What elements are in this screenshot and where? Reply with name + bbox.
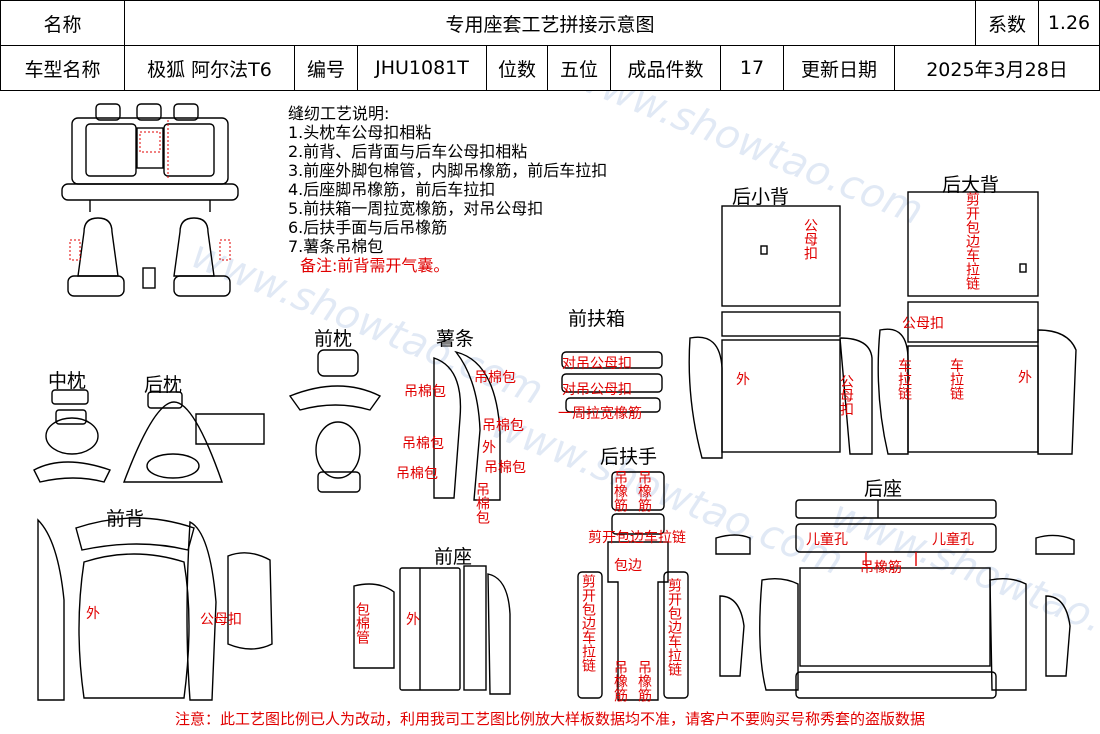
annotation: 剪开包边车拉链 (580, 574, 596, 672)
annotation: 公母扣 (838, 374, 854, 416)
annotation: 外 (1018, 370, 1032, 386)
section-label: 前座 (434, 546, 473, 568)
pieces-label: 成品件数 (610, 45, 721, 91)
section-label: 后扶手 (600, 446, 658, 468)
annotation: 剪开包边车拉链 (666, 578, 682, 676)
front-seat-overview (67, 217, 231, 297)
annotation: 剪开包边车拉链 (588, 530, 686, 546)
french-fry-strip-parts (433, 350, 501, 501)
model-value: 极狐 阿尔法T6 (124, 45, 295, 91)
annotation: 对吊公母扣 (562, 356, 632, 372)
annotation: 吊棉包 (484, 460, 526, 476)
note-item: 5.前扶箱一周拉宽橡筋，对吊公母扣 (288, 199, 544, 218)
annotation: 吊棉包 (474, 482, 490, 524)
note-item: 7.薯条吊棉包 (288, 237, 384, 256)
note-item: 1.头枕车公母扣相粘 (288, 123, 432, 142)
front-seat-parts (353, 565, 511, 695)
annotation: 外 (482, 440, 496, 456)
section-label: 前背 (106, 508, 145, 530)
annotation: 车拉链 (948, 358, 964, 400)
section-label: 薯条 (436, 328, 475, 350)
note-item: 2.前背、后背面与后车公母扣相粘 (288, 142, 528, 161)
pieces-value: 17 (720, 45, 784, 91)
date-label: 更新日期 (783, 45, 895, 91)
notes-remark: 备注:前背需开气囊。 (300, 256, 450, 275)
front-back-parts (37, 517, 273, 701)
annotation: 吊橡筋 (860, 560, 902, 576)
section-label: 后枕 (144, 374, 183, 396)
annotation: 吊棉包 (482, 418, 524, 434)
annotation: 吊棉包 (396, 466, 438, 482)
section-label: 后小背 (732, 186, 790, 208)
annotation: 包棉管 (354, 602, 370, 644)
model-label: 车型名称 (0, 45, 125, 91)
seat-value: 五位 (547, 45, 611, 91)
rear-large-back-parts (877, 191, 1077, 455)
annotation: 剪开包边车拉链 (964, 192, 980, 290)
annotation: 公母扣 (902, 316, 944, 332)
rear-armrest-parts (577, 471, 689, 701)
annotation: 吊棉包 (402, 436, 444, 452)
sewing-notes: 缝纫工艺说明: 1.头枕车公母扣相粘 2.前背、后背面与后车公母扣相粘 3.前座… (288, 104, 607, 275)
annotation: 吊橡筋 (612, 470, 628, 512)
front-armrest-box-parts (561, 351, 663, 413)
doc-title: 专用座套工艺拼接示意图 (124, 0, 976, 46)
annotation: 儿童孔 (806, 532, 848, 548)
footer-notice: 注意：此工艺图比例已人为改动，利用我司工艺图比例放大样板数据均不准，请客户不要购… (174, 710, 925, 728)
notes-heading: 缝纫工艺说明: (288, 104, 390, 123)
annotation: 外 (86, 606, 100, 622)
rear-headrest-parts (122, 391, 265, 483)
name-label: 名称 (0, 0, 125, 46)
note-item: 3.前座外脚包棉管，内脚吊橡筋，前后车拉扣 (288, 161, 608, 180)
annotation: 外 (406, 612, 420, 628)
header-table: 名称 专用座套工艺拼接示意图 系数 1.26 车型名称 极狐 阿尔法T6 编号 … (0, 0, 1100, 92)
pattern-diagram (33, 103, 1077, 701)
note-item: 6.后扶手面与后吊橡筋 (288, 218, 448, 237)
section-label: 后大背 (942, 174, 1000, 196)
annotation: 外 (736, 372, 750, 388)
annotation: 儿童孔 (932, 532, 974, 548)
rear-small-back-parts (688, 205, 873, 459)
front-headrest-parts (288, 349, 382, 493)
section-label: 中枕 (48, 370, 87, 392)
annotation: 车拉链 (896, 358, 912, 400)
date-value: 2025年3月28日 (894, 45, 1100, 91)
annotation: 吊橡筋 (636, 470, 652, 512)
annotation: 吊橡筋 (612, 660, 628, 702)
annotation: 吊棉包 (404, 384, 446, 400)
section-label: 前枕 (314, 328, 353, 350)
annotation: 公母扣 (200, 612, 242, 628)
note-item: 4.后座脚吊橡筋，前后车拉扣 (288, 180, 496, 199)
annotation: 对吊公母扣 (562, 382, 632, 398)
code-value: JHU1081T (357, 45, 487, 91)
rear-seat-overview (61, 103, 239, 212)
rear-seat-parts (715, 499, 1075, 699)
coef-value: 1.26 (1038, 0, 1100, 46)
seat-label: 位数 (486, 45, 548, 91)
annotation: 吊棉包 (474, 370, 516, 386)
code-label: 编号 (294, 45, 358, 91)
section-label: 前扶箱 (568, 308, 626, 330)
annotation: 包边 (614, 558, 642, 574)
annotation: 一周拉宽橡筋 (558, 406, 642, 422)
middle-headrest-parts (33, 389, 111, 483)
section-label: 后座 (864, 478, 903, 500)
annotation: 吊橡筋 (636, 660, 652, 702)
coef-label: 系数 (975, 0, 1039, 46)
annotation: 公母扣 (802, 218, 818, 260)
